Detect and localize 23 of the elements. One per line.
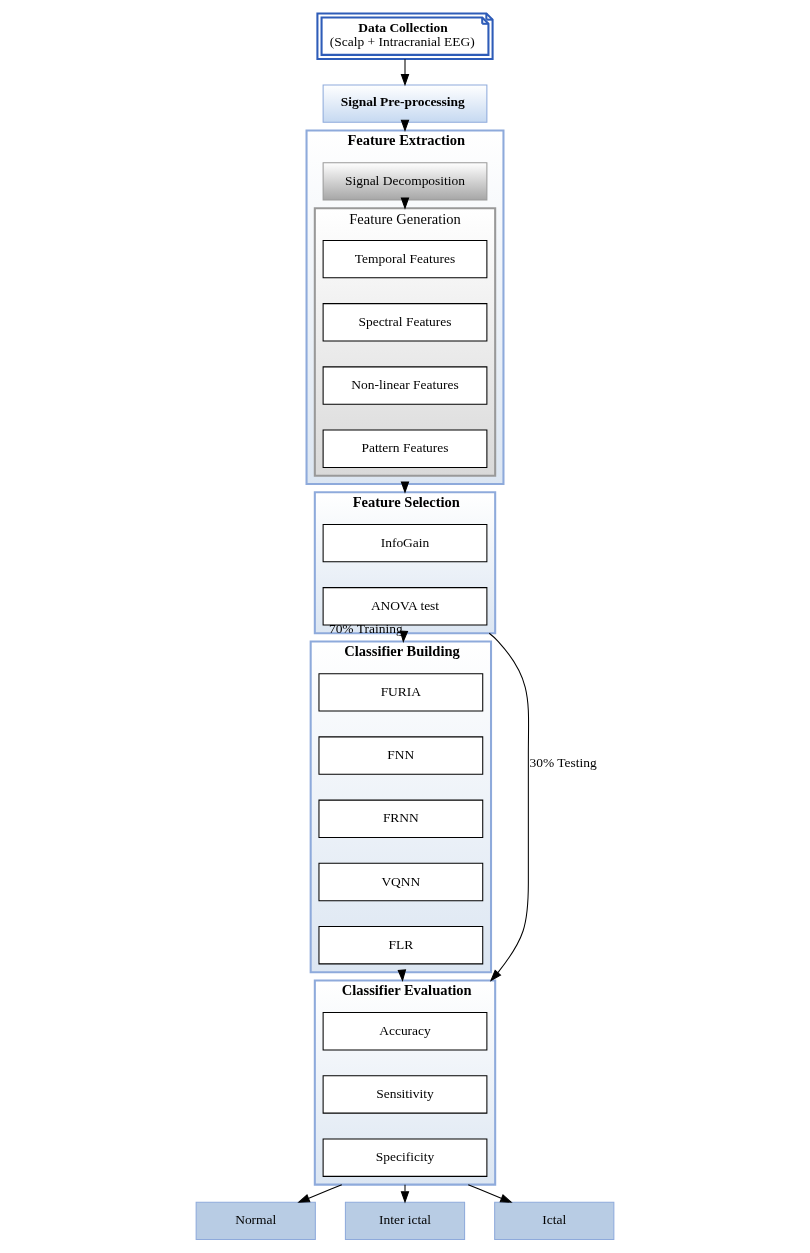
node-box: InfoGain [322,523,488,563]
node-box: Inter ictal [344,1201,466,1241]
node-box: FRNN [318,799,484,838]
node-box: FNN [318,736,484,775]
node-box: Non-linear Features [322,366,488,405]
node-box: Spectral Features [322,303,488,342]
node-box: FURIA [318,673,484,712]
node-box: VQNN [318,862,484,902]
node-box: ANOVA test [322,587,488,626]
arrow [400,1184,410,1204]
arrow [297,1184,343,1203]
edge-label: 30% Testing [529,754,597,770]
node-box: Sensitivity [322,1075,488,1114]
node-box: Normal [195,1201,316,1241]
arrow [467,1184,513,1203]
arrow [400,58,410,87]
node-box: Accuracy [322,1012,488,1051]
node-box: Specificity [322,1138,488,1177]
node-box: Ictal [494,1201,615,1241]
arrow [488,632,530,982]
node-box: Temporal Features [322,239,488,279]
node-box: FLR [318,926,484,965]
node-box: Pattern Features [322,429,488,468]
